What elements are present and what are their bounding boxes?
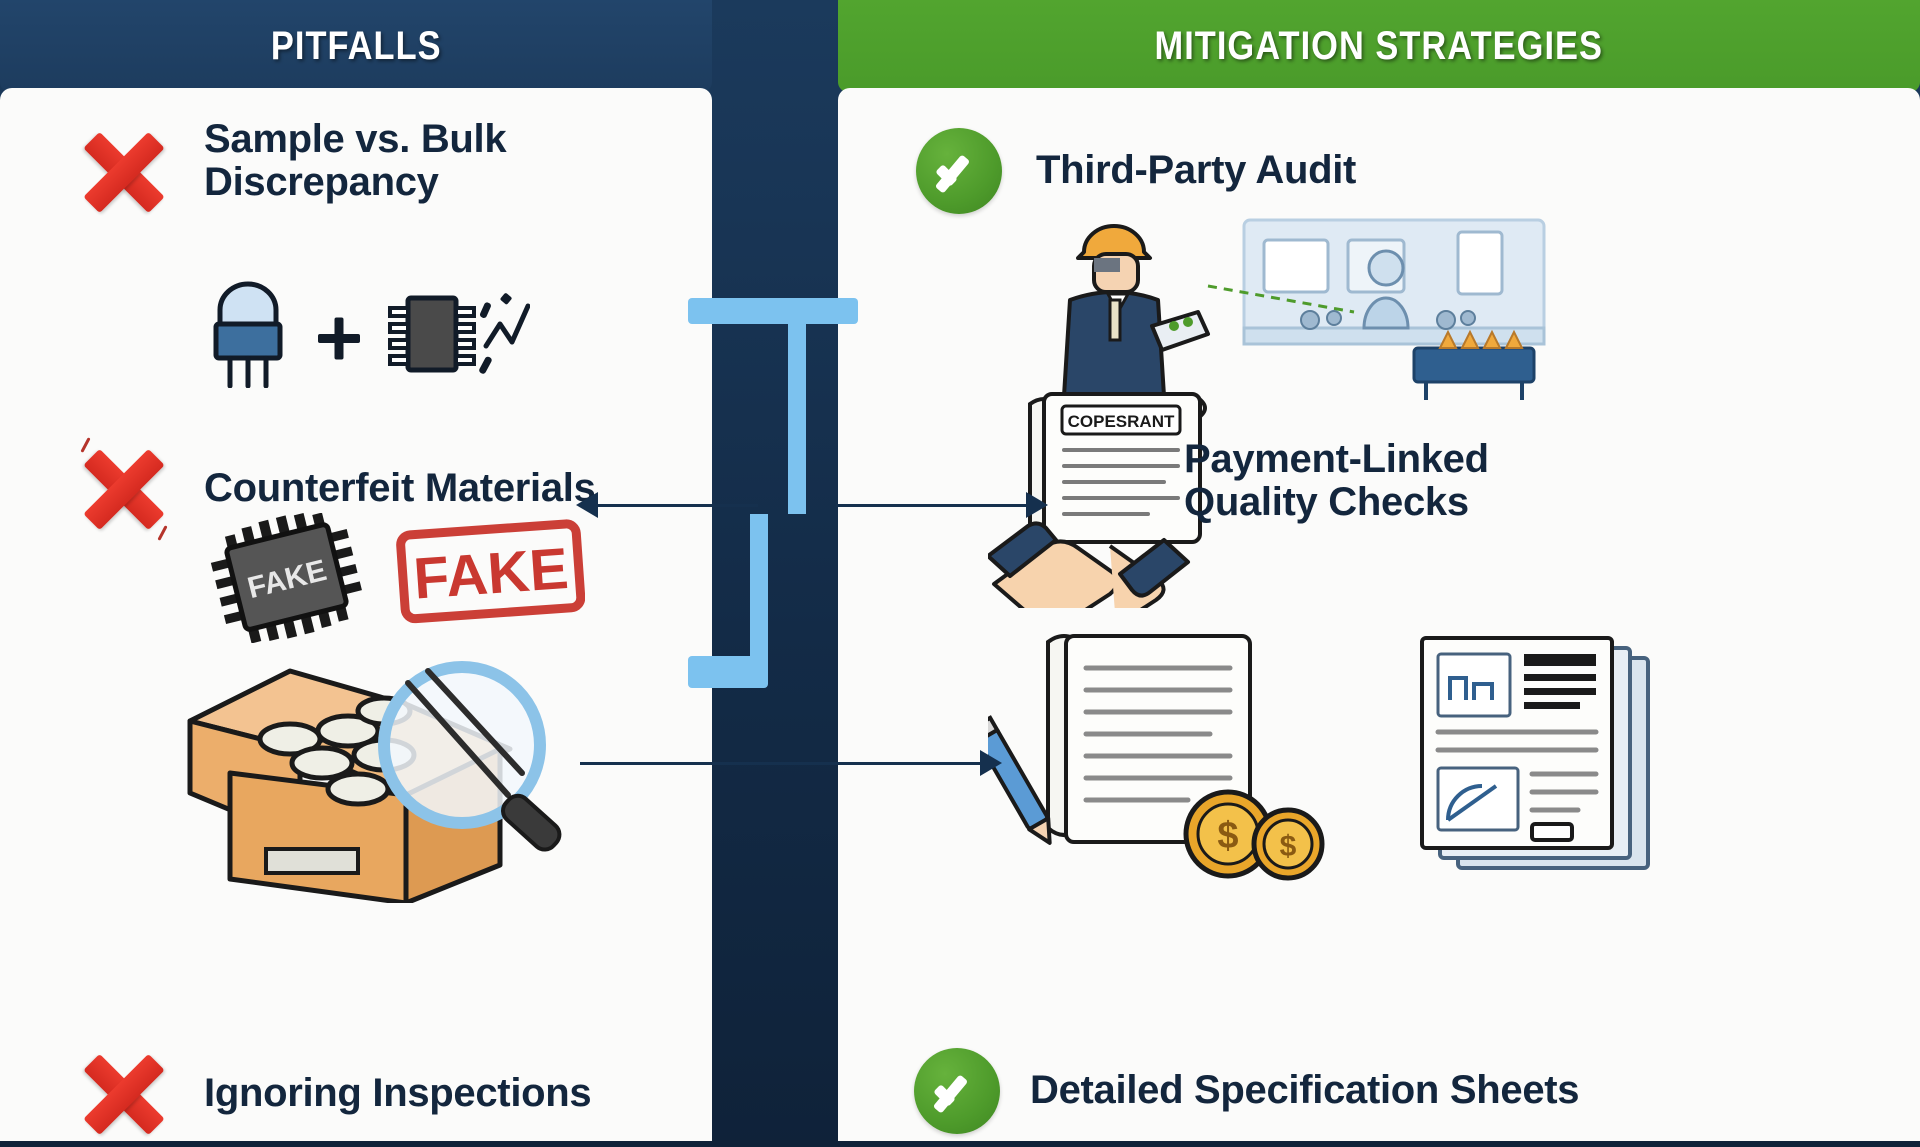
- mitigation-item-third-party-audit[interactable]: Third-Party Audit: [916, 128, 1356, 214]
- arrow-pointing-left: [576, 492, 598, 518]
- arrow-pointing-right: [1026, 492, 1048, 518]
- pitfall-item-ignoring-inspections[interactable]: Ignoring Inspections: [78, 1048, 592, 1140]
- pitfalls-header: PITFALLS: [0, 0, 712, 92]
- connector-bar-upper: [688, 298, 858, 324]
- arrow-line-right-upper: [836, 504, 1026, 507]
- mitigation-label-detailed-specification-sheets: Detailed Specification Sheets: [1030, 1068, 1580, 1113]
- green-check-icon: [914, 1048, 1000, 1134]
- contract-handshake-icon: COPESRANT: [986, 388, 1308, 630]
- pitfall-label-ignoring-inspections: Ignoring Inspections: [204, 1071, 592, 1116]
- red-x-icon: [78, 126, 170, 218]
- contract-document-header: COPESRANT: [1068, 412, 1175, 431]
- mitigation-item-detailed-specification-sheets[interactable]: Detailed Specification Sheets: [914, 1048, 1580, 1134]
- mitigation-item-payment-linked-quality-checks[interactable]: Payment-Linked Quality Checks: [1184, 437, 1489, 525]
- inspector-at-factory-icon: [1048, 208, 1588, 408]
- pitfall-item-counterfeit-materials[interactable]: Counterfeit Materials: [78, 443, 596, 535]
- transistor-plus-chip-icon: [200, 268, 531, 389]
- open-box-with-magnifier-icon: [170, 653, 570, 906]
- mitigation-label-payment-linked-quality-checks: Payment-Linked Quality Checks: [1184, 437, 1489, 525]
- fake-chip-and-stamp-icon: FAKE FAKE: [195, 512, 586, 644]
- red-x-icon: [78, 1048, 170, 1140]
- mitigation-header-title: MITIGATION STRATEGIES: [1154, 23, 1604, 68]
- coin-symbol: $: [1217, 815, 1238, 857]
- svg-text:$: $: [1280, 830, 1297, 863]
- connector-group: [576, 280, 1240, 776]
- fake-stamp-text: FAKE: [411, 536, 570, 612]
- arrow-line-right-lower: [580, 762, 980, 765]
- arrow-line-left: [598, 504, 758, 507]
- red-x-icon: [78, 443, 170, 535]
- mitigation-header: MITIGATION STRATEGIES: [838, 0, 1920, 92]
- connector-bar-vertical: [788, 324, 806, 514]
- arrow-pointing-right-lower: [980, 750, 1002, 776]
- pitfalls-panel: Sample vs. Bulk Discrepancy: [0, 88, 712, 1141]
- mitigation-label-third-party-audit: Third-Party Audit: [1036, 148, 1357, 193]
- pitfall-label-sample-vs-bulk: Sample vs. Bulk Discrepancy: [204, 117, 507, 205]
- spec-sheets-and-coins-icon: $ $: [968, 628, 1688, 908]
- connector-bar-vertical-lower: [750, 514, 768, 666]
- pitfall-item-sample-vs-bulk[interactable]: Sample vs. Bulk Discrepancy: [78, 117, 507, 218]
- pitfall-label-counterfeit-materials: Counterfeit Materials: [204, 466, 596, 511]
- green-check-icon: [916, 128, 1002, 214]
- pitfalls-header-title: PITFALLS: [270, 23, 442, 68]
- mitigation-panel: Third-Party Audit: [838, 88, 1920, 1141]
